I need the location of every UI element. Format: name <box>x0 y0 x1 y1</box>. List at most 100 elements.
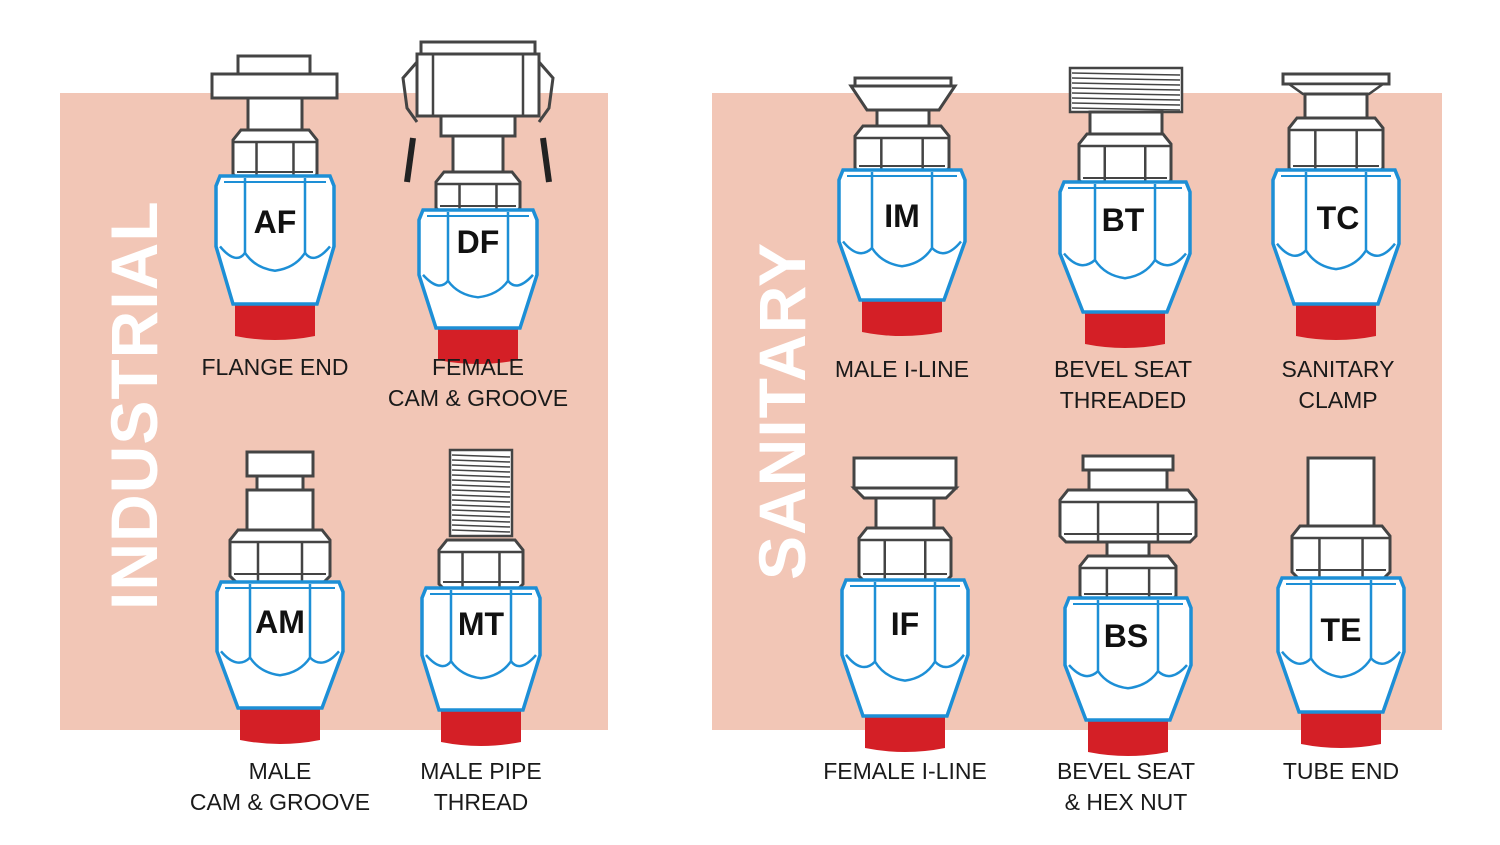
bevel-cap <box>1081 454 1175 472</box>
bevel-seat-threaded-fitting-drawing <box>1058 66 1192 348</box>
flange-end-fitting-drawing <box>210 54 339 340</box>
fitting-caption: BEVEL SEAT THREADED <box>978 354 1268 416</box>
fitting-caption: FEMALE I-LINE <box>760 756 1050 787</box>
caption-line: & HEX NUT <box>1064 789 1188 815</box>
caption-line: MALE PIPE <box>420 758 542 784</box>
caption-line: THREADED <box>1059 387 1187 413</box>
fitting-code: TC <box>1316 200 1360 236</box>
fitting-tc[interactable]: TC SANITARY CLAMP <box>1233 38 1443 428</box>
ferrule-sleeve <box>1058 180 1192 348</box>
caption-line: BEVEL SEAT <box>1056 758 1196 784</box>
ferrule-sleeve <box>417 208 539 364</box>
caption-line: TUBE END <box>1282 758 1400 784</box>
fitting-code: IF <box>890 606 920 642</box>
fitting-caption: SANITARY CLAMP <box>1193 354 1483 416</box>
male-cam-groove-fitting-drawing <box>215 450 345 744</box>
caption-line: MALE <box>248 758 312 784</box>
fitting-code: DF <box>456 224 500 260</box>
caption-line: CLAMP <box>1298 387 1378 413</box>
thread-lines <box>451 454 511 533</box>
fitting-bt[interactable]: BT BEVEL SEAT THREADED <box>1018 38 1228 428</box>
fitting-im[interactable]: IM MALE I-LINE <box>797 38 1007 428</box>
neck <box>874 496 936 534</box>
tube-end-fitting-drawing <box>1276 456 1406 748</box>
hex-nut <box>857 526 953 584</box>
thread-lines <box>1071 72 1181 111</box>
hex-nut <box>1287 116 1385 176</box>
fitting-caption: MALE CAM & GROOVE <box>135 756 425 818</box>
female-cam-groove-fitting-drawing <box>401 40 555 364</box>
hex-nut <box>1077 132 1173 188</box>
neck <box>246 96 304 132</box>
adapter-tip <box>245 450 315 478</box>
hex-nut <box>1058 488 1198 544</box>
ferrule-sleeve <box>837 168 967 336</box>
caption-line: CAM & GROOVE <box>387 385 569 411</box>
fitting-code: AM <box>255 604 305 640</box>
hex-nut <box>434 170 522 216</box>
caption-line: MALE I-LINE <box>834 356 970 382</box>
ferrule-sleeve <box>214 174 336 340</box>
caption-line: THREAD <box>433 789 529 815</box>
caption-line: CAM & GROOVE <box>189 789 371 815</box>
hex-nut <box>1078 554 1178 604</box>
fitting-mt[interactable]: MT MALE PIPE THREAD <box>376 446 586 836</box>
fitting-if[interactable]: IF FEMALE I-LINE <box>800 446 1010 836</box>
flange-lip <box>236 54 312 76</box>
hex-nut <box>437 538 525 592</box>
hex-nut <box>1290 524 1392 580</box>
ferrule-sleeve <box>840 578 970 752</box>
iline-nut <box>852 456 958 490</box>
caption-line: SANITARY <box>1281 356 1395 382</box>
fitting-caption: FLANGE END <box>130 352 420 383</box>
hex-nut <box>228 528 332 584</box>
ferrule-sleeve <box>420 586 542 746</box>
caption-line: FLANGE END <box>201 354 349 380</box>
neck <box>451 134 505 176</box>
fitting-caption: BEVEL SEAT & HEX NUT <box>981 756 1271 818</box>
flange-plate <box>210 72 339 100</box>
ferrule-sleeve <box>1063 596 1193 756</box>
fitting-code: BT <box>1101 202 1145 238</box>
tube-stub <box>1306 456 1376 530</box>
caption-line: BEVEL SEAT <box>1053 356 1193 382</box>
fitting-te[interactable]: TE TUBE END <box>1236 446 1446 836</box>
adapter-body <box>245 488 315 532</box>
bevel-shoulder <box>1088 110 1164 136</box>
female-i-line-fitting-drawing <box>840 456 970 752</box>
fitting-code: BS <box>1103 618 1149 654</box>
fitting-bs[interactable]: BS BEVEL SEAT & HEX NUT <box>1021 446 1231 836</box>
fitting-caption: FEMALE CAM & GROOVE <box>333 352 623 414</box>
fitting-caption: TUBE END <box>1196 756 1486 787</box>
threaded-nipple <box>448 448 514 538</box>
groove <box>255 474 305 492</box>
sanitary-clamp-fitting-drawing <box>1271 72 1401 340</box>
fitting-code: TE <box>1320 612 1362 648</box>
coupler-neck <box>439 114 517 138</box>
coupler-body <box>415 52 541 118</box>
industrial-group-label: INDUSTRIAL <box>97 200 171 610</box>
fitting-caption: MALE PIPE THREAD <box>336 756 626 818</box>
caption-line: FEMALE <box>431 354 525 380</box>
fitting-caption: MALE I-LINE <box>757 354 1047 385</box>
clamp-ferrule <box>1281 72 1391 86</box>
caption-line: FEMALE I-LINE <box>823 758 987 784</box>
ferrule-sleeve <box>1271 168 1401 340</box>
fitting-code: AF <box>253 204 297 240</box>
male-i-line-fitting-drawing <box>837 76 967 336</box>
fitting-af[interactable]: AF FLANGE END <box>170 38 380 428</box>
cam-arms <box>401 61 555 183</box>
hex-nut <box>231 128 319 182</box>
neck <box>1303 92 1369 120</box>
bevel-seat <box>1087 468 1169 492</box>
hex-nut <box>853 124 951 176</box>
ferrule-sleeve <box>215 580 345 744</box>
fitting-am[interactable]: AM MALE CAM & GROOVE <box>175 446 385 836</box>
coupler-rim <box>419 40 537 56</box>
fitting-code: IM <box>884 198 920 234</box>
fitting-df[interactable]: DF FEMALE CAM & GROOVE <box>373 38 583 428</box>
ferrule-sleeve <box>1276 576 1406 748</box>
fitting-code: MT <box>457 606 505 642</box>
male-pipe-thread-fitting-drawing <box>420 448 542 746</box>
bevel-seat-hex-nut-fitting-drawing <box>1058 454 1198 756</box>
